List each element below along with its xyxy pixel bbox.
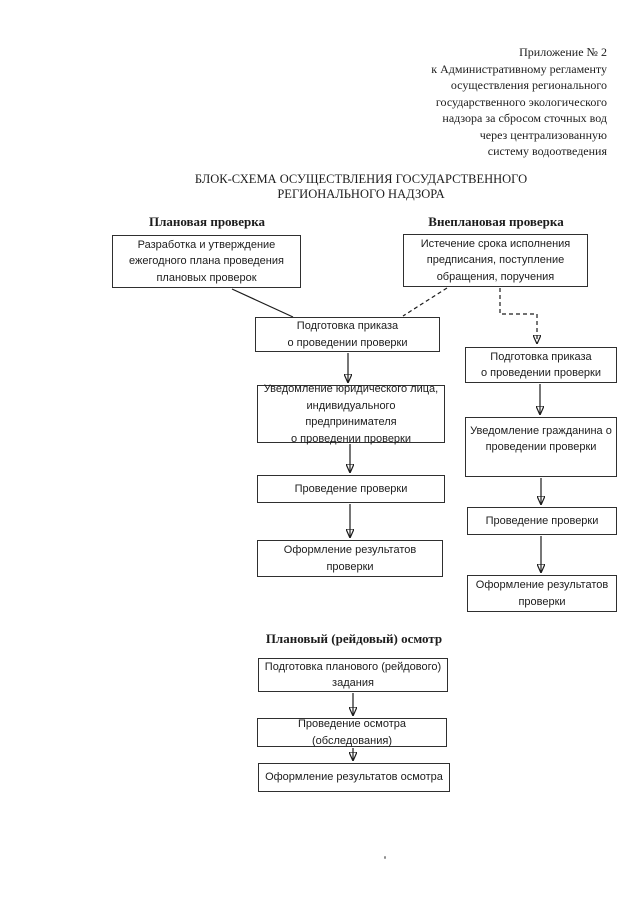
box-raid-survey: Проведение осмотра (обследования): [257, 718, 447, 747]
box-notify-citizen: Уведомление гражданина о проведении пров…: [465, 417, 617, 477]
box-order-preparation: Подготовка приказа о проведении проверки: [255, 317, 440, 352]
scan-artifact-dot: [384, 856, 386, 859]
box-inspection-results: Оформление результатов проверки: [257, 540, 443, 577]
heading-raid-survey: Плановый (рейдовый) осмотр: [265, 631, 443, 646]
heading-unplanned-inspection: Внеплановая проверка: [428, 214, 564, 229]
box-raid-results: Оформление результатов осмотра: [258, 763, 450, 792]
box-raid-task-preparation: Подготовка планового (рейдового) задания: [258, 658, 448, 692]
heading-planned-inspection: Плановая проверка: [148, 214, 266, 229]
box-unplanned-trigger: Истечение срока исполнения предписания, …: [403, 234, 588, 287]
page-title: БЛОК-СХЕМА ОСУЩЕСТВЛЕНИЯ ГОСУДАРСТВЕННОГ…: [194, 172, 528, 201]
connector-planned-to-order: [231, 288, 294, 318]
box-inspection: Проведение проверки: [257, 475, 445, 503]
box-notify-legal-entity: Уведомление юридического лица, индивидуа…: [257, 383, 445, 445]
connector-trigger-to-unplanned-order: [499, 288, 537, 344]
connector-trigger-to-common-order: [402, 287, 448, 317]
appendix-note: Приложение № 2 к Административному регла…: [431, 45, 607, 158]
box-develop-annual-plan: Разработка и утверждение ежегодного план…: [112, 235, 301, 288]
box-unplanned-inspection-results: Оформление результатов проверки: [467, 575, 617, 612]
box-unplanned-order-preparation: Подготовка приказа о проведении проверки: [465, 347, 617, 383]
box-unplanned-inspection: Проведение проверки: [467, 507, 617, 535]
